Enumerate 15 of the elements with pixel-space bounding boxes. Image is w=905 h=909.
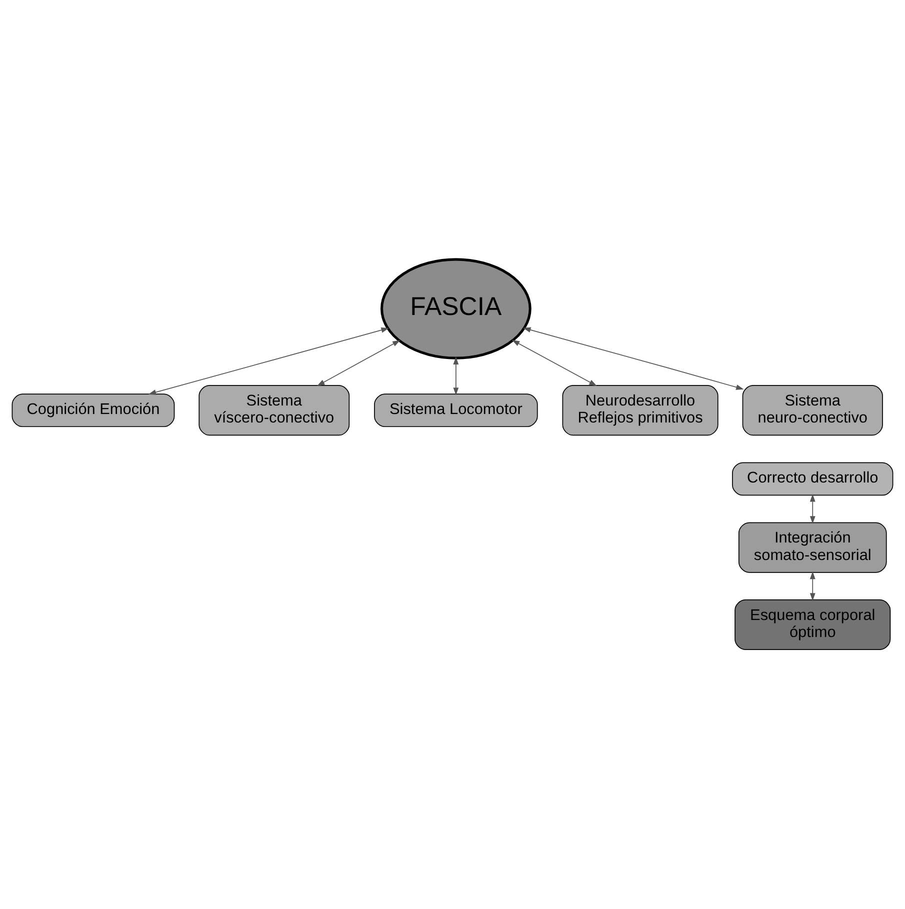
node-box: Cognición Emoción xyxy=(12,394,175,428)
node-box: Sistema Locomotor xyxy=(374,394,538,428)
node-box: Integración somato-sensorial xyxy=(738,522,887,573)
node-box: Neurodesarrollo Reflejos primitivos xyxy=(562,385,718,436)
arrow xyxy=(316,340,400,386)
arrow xyxy=(148,327,389,395)
arrow xyxy=(810,571,816,601)
node-box: Sistema neuro-conectivo xyxy=(742,385,883,436)
node-box: Esquema corporal óptimo xyxy=(734,599,891,650)
arrow xyxy=(522,327,744,390)
node-box: Correcto desarrollo xyxy=(732,462,894,496)
arrow xyxy=(512,340,597,386)
node-box: Sistema víscero-conectivo xyxy=(198,385,350,436)
arrow xyxy=(453,356,459,396)
arrow xyxy=(810,494,816,524)
